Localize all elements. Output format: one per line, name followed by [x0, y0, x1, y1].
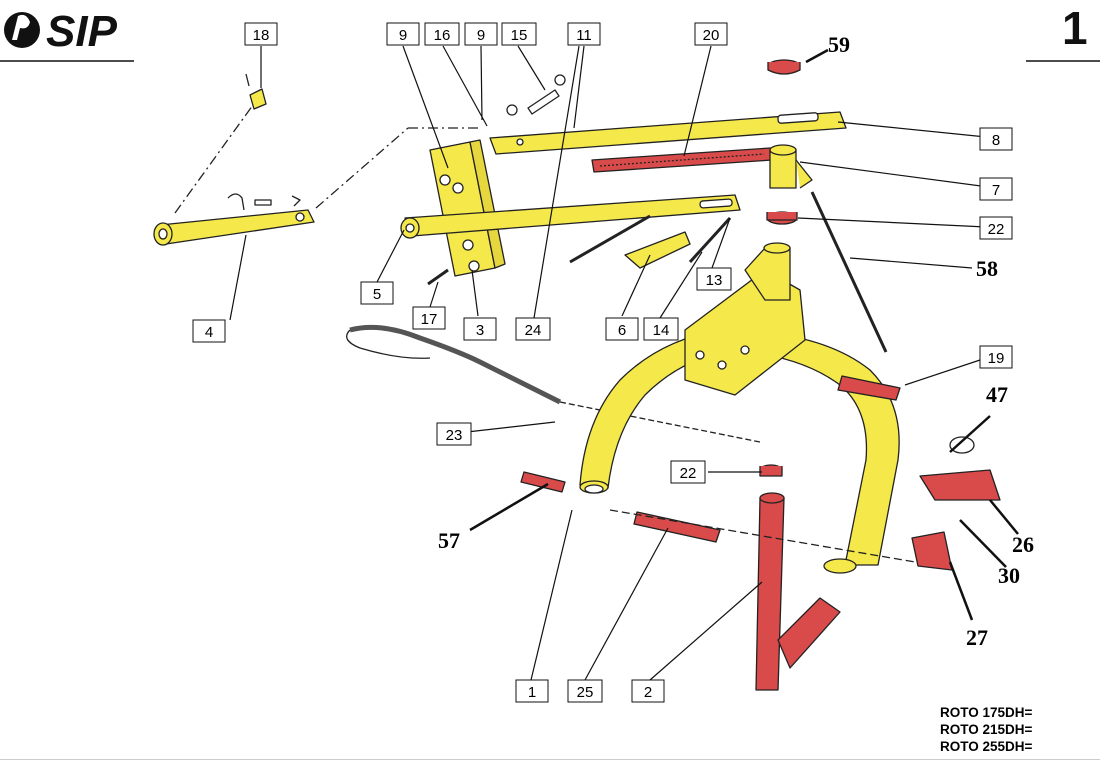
- svg-text:20: 20: [703, 27, 720, 44]
- label-26: 26: [1012, 532, 1034, 557]
- cap-part-59: [767, 59, 801, 75]
- label-30: 30: [998, 563, 1020, 588]
- svg-text:9: 9: [477, 27, 485, 44]
- label-box-22-bottom: 22: [670, 460, 706, 484]
- leader-lines: [229, 45, 1019, 681]
- leader-dash-axis: [609, 509, 916, 563]
- svg-text:15: 15: [511, 27, 528, 44]
- brand-logo: SIP: [4, 7, 118, 56]
- label-58: 58: [976, 256, 998, 281]
- label-box-19: 19: [979, 345, 1013, 369]
- upper-arm-part-11: [489, 111, 847, 155]
- label-box-9b: 9: [464, 22, 498, 46]
- bolt-part-14: [688, 216, 732, 264]
- svg-text:11: 11: [576, 27, 592, 44]
- svg-text:4: 4: [205, 324, 213, 341]
- bolt-part-15: [506, 74, 566, 116]
- svg-text:7: 7: [992, 182, 1000, 199]
- label-box-11: 11: [567, 22, 601, 46]
- label-box-25: 25: [567, 679, 603, 703]
- svg-text:25: 25: [577, 684, 594, 701]
- label-box-8: 8: [979, 127, 1013, 151]
- model-item: ROTO 175DH=: [940, 705, 1033, 720]
- page-number: 1: [1062, 2, 1088, 54]
- svg-text:6: 6: [618, 322, 626, 339]
- label-box-4: 4: [192, 319, 226, 343]
- label-box-24: 24: [515, 317, 551, 341]
- ring-part-47: [949, 436, 975, 454]
- label-box-17: 17: [412, 306, 446, 330]
- lock-part-27: [911, 531, 953, 571]
- bolt-part-17: [427, 268, 449, 286]
- label-59: 59: [828, 32, 850, 57]
- label-box-7: 7: [979, 177, 1013, 201]
- svg-text:18: 18: [253, 27, 270, 44]
- bracket-part-6: [624, 231, 691, 269]
- logo-mark-icon: [12, 14, 30, 40]
- cable-part-23: [346, 324, 761, 443]
- footer-rule: [0, 759, 1100, 760]
- label-27: 27: [966, 625, 988, 650]
- svg-text:9: 9: [399, 27, 407, 44]
- label-box-13: 13: [696, 267, 732, 291]
- svg-text:8: 8: [992, 132, 1000, 149]
- svg-text:13: 13: [706, 272, 723, 289]
- svg-text:16: 16: [434, 27, 451, 44]
- leader-dash-18: [174, 97, 259, 214]
- rod-part-58: [810, 191, 888, 353]
- label-47: 47: [986, 382, 1008, 407]
- pin-part-57: [520, 471, 566, 493]
- svg-text:2: 2: [644, 684, 652, 701]
- label-box-23: 23: [436, 422, 472, 446]
- label-box-9a: 9: [386, 22, 420, 46]
- leg-part-2: [755, 492, 841, 691]
- svg-text:3: 3: [476, 322, 484, 339]
- svg-text:5: 5: [373, 286, 381, 303]
- pin-part-18: [245, 73, 267, 110]
- svg-text:17: 17: [421, 311, 438, 328]
- plate-part-9: [429, 139, 506, 277]
- model-list: ROTO 175DH= ROTO 215DH= ROTO 255DH=: [940, 704, 1032, 755]
- label-box-1: 1: [515, 679, 549, 703]
- label-box-15: 15: [501, 22, 537, 46]
- boxed-labels: 18 9 16 9 15 11 20 8 7 22 4 5 17 3 24 6 …: [192, 22, 1013, 703]
- svg-text:22: 22: [988, 221, 1005, 238]
- label-box-3: 3: [463, 317, 497, 341]
- svg-text:19: 19: [988, 350, 1005, 367]
- handle-part-19: [837, 375, 901, 401]
- label-box-18: 18: [244, 22, 278, 46]
- label-box-16: 16: [424, 22, 460, 46]
- main-frame-part-1: [579, 242, 900, 574]
- svg-text:1: 1: [528, 684, 536, 701]
- model-item: ROTO 215DH=: [940, 722, 1033, 737]
- spring-part-20: [591, 147, 773, 173]
- label-box-5: 5: [360, 281, 394, 305]
- label-box-2: 2: [631, 679, 665, 703]
- lower-arm-part-5: [400, 194, 741, 239]
- svg-text:24: 24: [525, 322, 542, 339]
- label-box-6: 6: [605, 317, 639, 341]
- svg-text:23: 23: [446, 427, 463, 444]
- top-link-part-4: [153, 193, 315, 246]
- mast-tube-part-7: [769, 144, 813, 189]
- svg-text:22: 22: [680, 465, 697, 482]
- label-box-20: 20: [694, 22, 728, 46]
- lock-part-26: [919, 469, 1001, 501]
- label-box-22-top: 22: [979, 216, 1013, 240]
- label-box-14: 14: [643, 317, 679, 341]
- model-item: ROTO 255DH=: [940, 739, 1033, 754]
- free-labels: 59 58 47 57 26 30 27: [438, 32, 1034, 650]
- pin-part-25: [633, 511, 721, 543]
- brand-name: SIP: [46, 7, 118, 56]
- bolt-part-24: [569, 214, 651, 264]
- bushing-part-22-top: [766, 211, 798, 225]
- svg-text:14: 14: [653, 322, 670, 339]
- leader-dash-top: [315, 127, 409, 209]
- label-57: 57: [438, 528, 460, 553]
- bushing-part-22-bottom: [759, 464, 783, 477]
